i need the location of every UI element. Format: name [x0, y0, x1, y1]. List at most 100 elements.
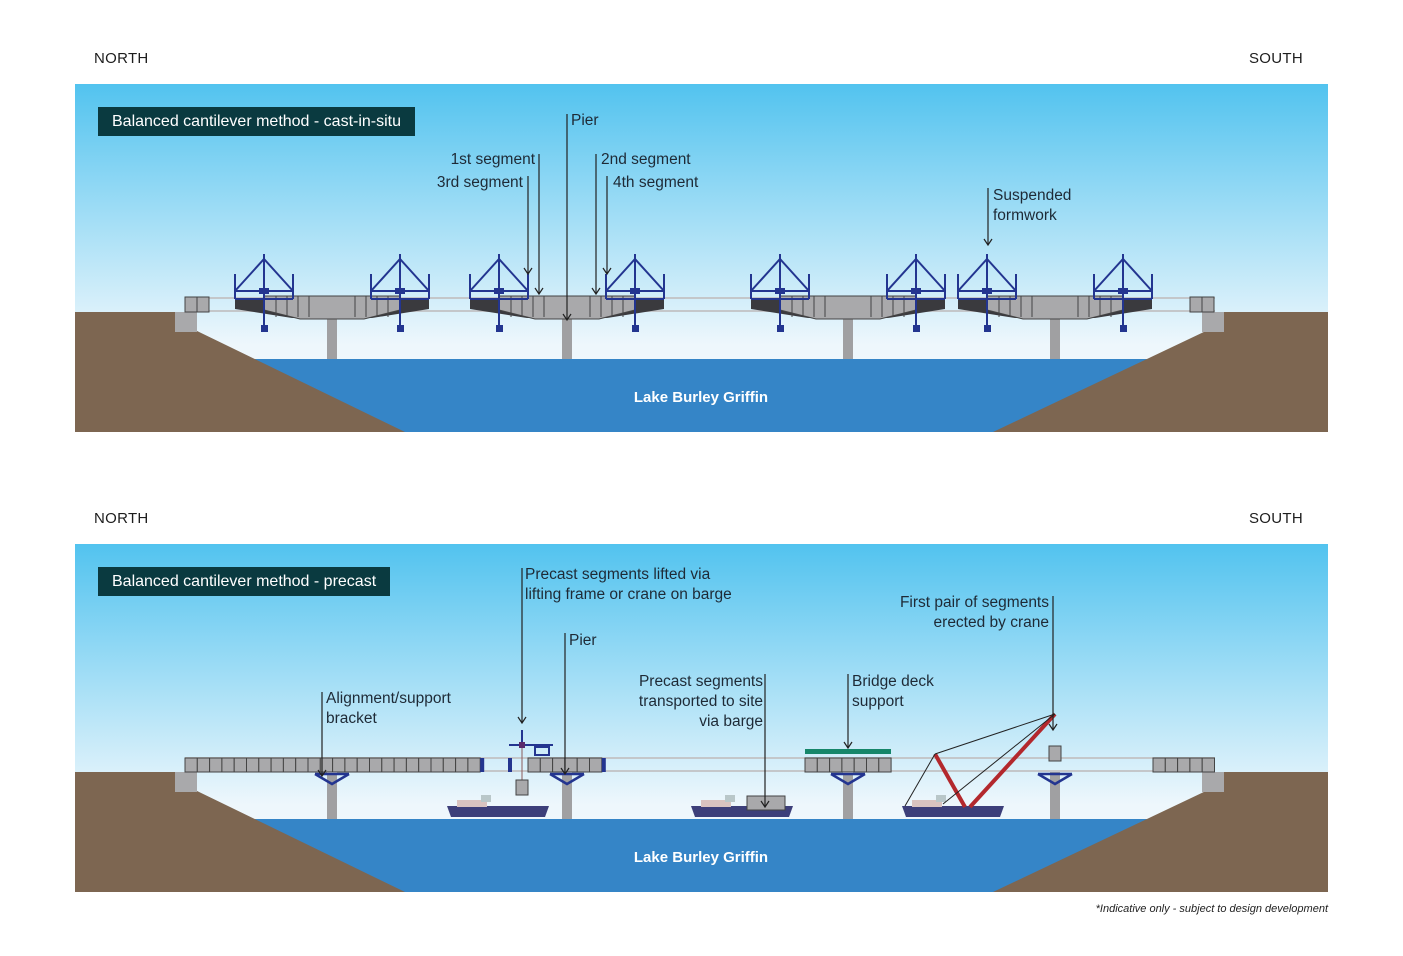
fourth-segment-label: 4th segment: [613, 174, 699, 191]
deck-segment: [866, 757, 880, 773]
bridge-deck-support: [805, 749, 891, 754]
south-label-1: SOUTH: [1249, 50, 1303, 67]
deck-segment: [804, 757, 818, 773]
footnote: *Indicative only - subject to design dev…: [1095, 903, 1328, 915]
diagram-title: Balanced cantilever method - precast: [98, 567, 391, 596]
traveller-block: [982, 288, 992, 294]
arrow-head-icon: [602, 267, 612, 276]
pier-cantilever: [750, 254, 946, 359]
north-label-2: NORTH: [94, 510, 149, 527]
support-bracket: [1037, 772, 1073, 786]
precast-illustration: [75, 544, 1328, 892]
deck-segment: [816, 757, 831, 773]
south-abutment: [1202, 312, 1224, 332]
north-abutment: [175, 772, 197, 792]
deck-segment: [442, 757, 457, 773]
north-label-1: NORTH: [94, 50, 149, 67]
traveller-truss: [469, 257, 529, 292]
cast-in-situ-diagram: Balanced cantilever method - cast-in-sit…: [75, 84, 1328, 432]
segment-endcap: [601, 758, 606, 772]
barge-cabin: [912, 800, 942, 807]
traveller-truss: [234, 257, 294, 292]
traveller-block: [395, 288, 405, 294]
pier-label: Pier: [571, 112, 599, 129]
deck-segment: [221, 757, 235, 773]
pier-column: [327, 318, 337, 359]
pier-1-segments: [527, 757, 606, 773]
deck-segment: [381, 757, 395, 773]
lake-label: Lake Burley Griffin: [633, 849, 769, 866]
traveller-block: [259, 288, 269, 294]
deck-segment: [393, 757, 407, 773]
first-pair-label-2: erected by crane: [933, 614, 1049, 631]
deck-segment: [1177, 757, 1191, 773]
deck-segment: [270, 757, 284, 773]
traveller-truss: [957, 257, 1017, 292]
traveller-block: [1118, 288, 1128, 294]
arrow-head-icon: [317, 769, 327, 778]
diagram-title: Balanced cantilever method - cast-in-sit…: [98, 107, 416, 136]
lifted-segment: [515, 779, 529, 796]
traveller-counterweight: [632, 325, 639, 332]
lifting-frame: [509, 730, 553, 796]
traveller-counterweight: [397, 325, 404, 332]
traveller-counterweight: [984, 325, 991, 332]
suspended-formwork-label-2: formwork: [993, 207, 1057, 224]
segment-endcap: [480, 758, 485, 772]
transported-label-1: Precast segments: [638, 673, 763, 690]
deck-segment: [539, 757, 554, 773]
crane-stay: [934, 713, 1056, 755]
traveller-block: [911, 288, 921, 294]
deck-segment: [233, 757, 247, 773]
arrow-head-icon: [760, 800, 770, 809]
frame-trolley: [534, 746, 550, 756]
traveller-truss: [605, 257, 665, 292]
arrow-head-icon: [843, 741, 853, 750]
form-traveller: [1093, 254, 1153, 332]
bracket-label-1: Alignment/support: [326, 690, 451, 707]
deck-segment: [209, 757, 223, 773]
arrow-head-icon: [517, 716, 527, 725]
deck-support-label-2: support: [852, 693, 904, 710]
deck-segment: [258, 757, 272, 773]
deck-segment: [1201, 757, 1215, 773]
deck-segment: [564, 757, 578, 773]
form-traveller: [605, 254, 665, 332]
frame-hoist: [519, 742, 525, 748]
crane-barge: [902, 795, 1004, 817]
pier-column: [843, 318, 853, 359]
traveller-block: [630, 288, 640, 294]
deck-segment: [246, 757, 260, 773]
traveller-counterweight: [261, 325, 268, 332]
traveller-counterweight: [1120, 325, 1127, 332]
arrow-head-icon: [562, 313, 572, 322]
pier-2-segments: [804, 757, 892, 773]
deck-segment: [405, 757, 420, 773]
lake-water: [255, 359, 1148, 432]
north-end-segments: [184, 296, 210, 313]
deck-segment: [853, 757, 868, 773]
third-segment-label: 3rd segment: [436, 174, 523, 191]
deck-segment: [430, 757, 444, 773]
north-bank: [75, 312, 405, 432]
crane-hoist: [942, 713, 1056, 805]
form-traveller: [469, 254, 529, 332]
pier-cantilever: [234, 254, 430, 359]
barge-bridge: [725, 795, 735, 802]
barge-cabin: [701, 800, 731, 807]
transported-segments: [746, 795, 786, 811]
traveller-block: [494, 288, 504, 294]
south-end-segments: [1189, 296, 1215, 313]
barge-cabin: [457, 800, 487, 807]
transported-label-2: transported to site: [638, 693, 763, 710]
lifted-label-2: lifting frame or crane on barge: [525, 586, 732, 603]
deck-segment: [878, 757, 892, 773]
deck-segment: [455, 757, 469, 773]
deck-segment: [196, 757, 211, 773]
support-bracket: [314, 772, 350, 786]
deck-segment: [282, 757, 297, 773]
deck-segment: [1152, 757, 1166, 773]
arrow-head-icon: [560, 767, 570, 776]
barge-bridge: [481, 795, 491, 802]
north-bank: [75, 772, 405, 892]
